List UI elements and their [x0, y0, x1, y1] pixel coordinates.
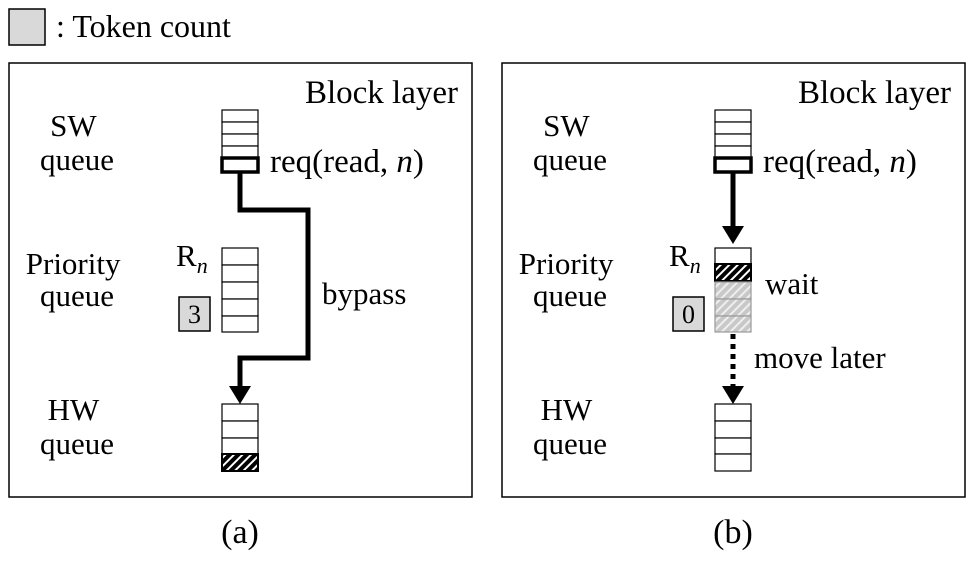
panel-a-frame [8, 62, 473, 498]
panel-a-sw-queue-label: SW queue [40, 108, 114, 177]
panel-a-priority-queue [221, 247, 259, 333]
panel-b-move-later-arrowhead [722, 386, 744, 404]
panel-b-wait-label: wait [765, 266, 819, 301]
panel-a-dispatched-request-cell [221, 453, 259, 472]
panel-b-sw-queue [714, 109, 752, 159]
panel-a-bypass-arrowhead [229, 386, 251, 404]
panel-b-token-count-value: 0 [682, 300, 695, 329]
panel-a-priority-queue-label: Priority queue [26, 246, 128, 313]
panel-a-request-cell [220, 156, 260, 174]
panel-b-hw-queue [714, 403, 752, 472]
panel-a-bypass-label: bypass [322, 276, 406, 311]
panel-b-waiting-cells [714, 281, 752, 333]
panel-b-enqueue-arrowhead [722, 226, 744, 244]
legend: : Token count [8, 8, 231, 46]
token-count-legend-swatch [8, 8, 46, 46]
panel-a-hw-queue [221, 403, 259, 455]
panel-a-caption: (a) [221, 514, 259, 551]
panel-a-hw-queue-label: HW queue [40, 392, 114, 461]
panel-b-priority-queue [714, 247, 752, 265]
panel-b-layer-title: Block layer [798, 75, 951, 111]
panel-a-rn-label: Rn [176, 238, 208, 278]
panel-b-waiting-request-cell [714, 263, 752, 282]
panel-b-caption: (b) [713, 514, 753, 551]
panel-a-sw-queue [221, 109, 259, 159]
panel-b-token-count-box [672, 296, 705, 332]
panel-a-layer-title: Block layer [305, 75, 458, 111]
panel-a: Block layer SW queue Priority queue HW q… [8, 62, 473, 551]
panel-a-token-count-value: 3 [188, 300, 201, 329]
token-count-legend-label: : Token count [56, 8, 231, 44]
panel-b-hw-queue-label: HW queue [533, 392, 607, 461]
panel-a-token-count-box [178, 296, 211, 332]
panel-b-priority-queue-label: Priority queue [519, 246, 621, 313]
panel-b: Block layer SW queue Priority queue HW q… [501, 62, 966, 551]
panel-b-request-label: req(read, n) [763, 144, 917, 180]
panel-a-request-label: req(read, n) [270, 144, 424, 180]
panel-b-rn-label: Rn [669, 238, 701, 278]
panel-b-sw-queue-label: SW queue [533, 108, 607, 177]
panel-b-request-cell [713, 156, 753, 174]
panel-b-frame [501, 62, 966, 498]
panel-a-bypass-arrow [237, 172, 311, 388]
panel-b-move-later-label: move later [754, 340, 886, 375]
